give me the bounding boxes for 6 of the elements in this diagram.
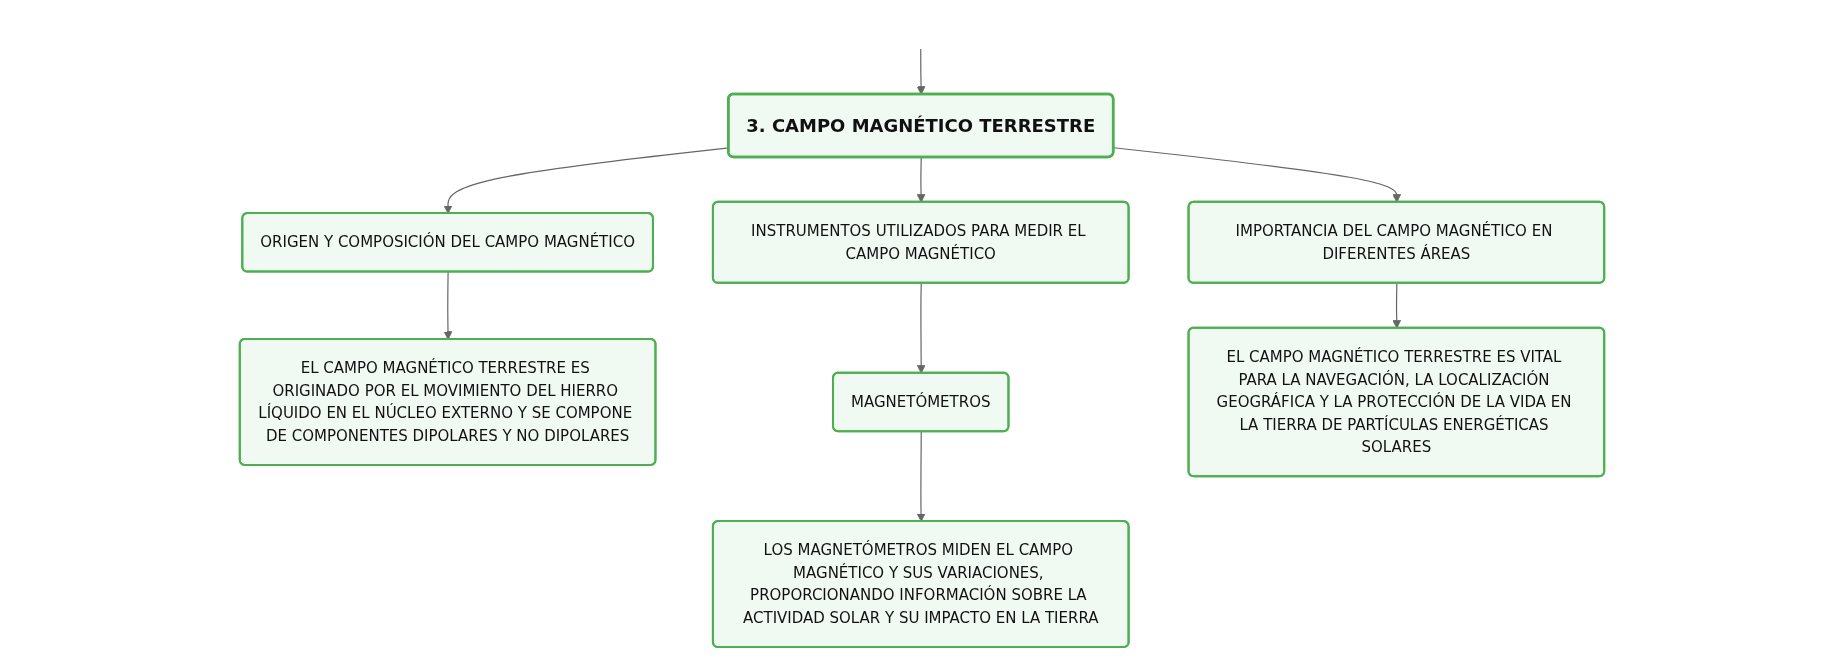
arrow <box>1113 147 1402 203</box>
arrow <box>1392 282 1402 329</box>
arrow <box>443 271 453 340</box>
arrow <box>916 282 926 374</box>
arrow <box>916 156 926 203</box>
arrow <box>916 431 926 522</box>
